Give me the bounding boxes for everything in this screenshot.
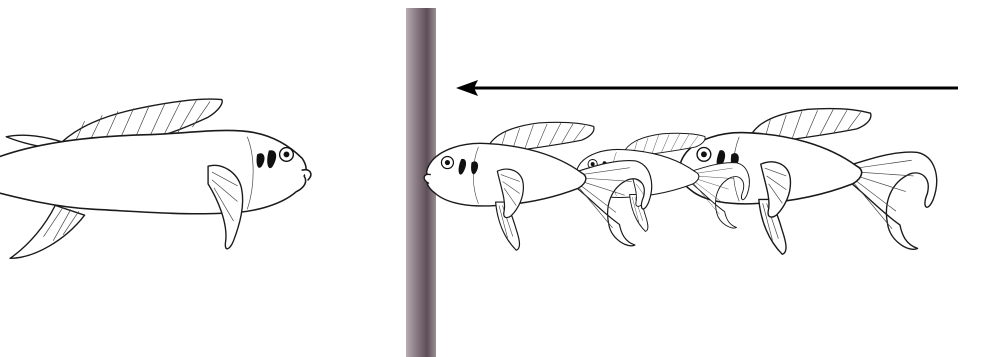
arrow-left-icon	[456, 80, 958, 96]
fish-left	[0, 99, 311, 261]
fish-right-1	[424, 122, 652, 250]
